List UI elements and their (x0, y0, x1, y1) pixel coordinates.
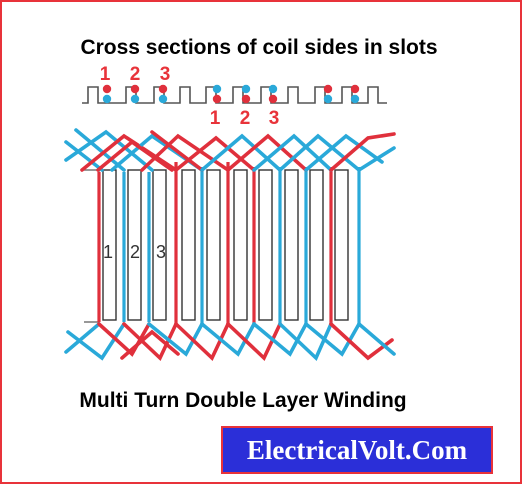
coil-sides (102, 169, 349, 321)
conductor-red (130, 84, 140, 94)
brand-text: ElectricalVolt.Com (246, 434, 468, 465)
slot-label-top-3: 3 (160, 64, 171, 85)
conductor-blue (102, 94, 112, 104)
conductor-blue (158, 94, 168, 104)
conductor-blue (241, 84, 251, 94)
conductor-red (350, 84, 360, 94)
slot-label-shifted-2: 2 (240, 108, 251, 129)
coil-verticals (97, 162, 361, 324)
conductor-blue (212, 84, 222, 94)
conductors-group-c (323, 84, 360, 104)
conductors-group-b (212, 84, 278, 104)
conductor-red (102, 84, 112, 94)
conductor-red (158, 84, 168, 94)
slot-profile (82, 86, 387, 104)
conductors-group-a (102, 84, 168, 104)
slot-label-top-1: 1 (100, 64, 111, 85)
conductor-blue (268, 84, 278, 94)
conductor-red (241, 94, 251, 104)
brand-banner: ElectricalVolt.Com (221, 426, 493, 474)
slot-label-shifted-3: 3 (269, 108, 280, 129)
conductor-blue (350, 94, 360, 104)
diagram-title: Cross sections of coil sides in slots (80, 36, 438, 59)
conductor-red (212, 94, 222, 104)
slot-label-shifted-1: 1 (210, 108, 221, 129)
coil-label-3: 3 (156, 242, 166, 262)
conductor-blue (323, 94, 333, 104)
coil-label-1: 1 (103, 242, 113, 262)
conductor-blue (130, 94, 140, 104)
conductor-red (268, 94, 278, 104)
coil-label-2: 2 (130, 242, 140, 262)
conductor-red (323, 84, 333, 94)
slot-label-top-2: 2 (130, 64, 141, 85)
top-end-connections (64, 128, 396, 172)
winding-type-caption: Multi Turn Double Layer Winding (79, 389, 407, 412)
bottom-end-connections (64, 322, 396, 362)
core-left-edge (84, 169, 100, 323)
